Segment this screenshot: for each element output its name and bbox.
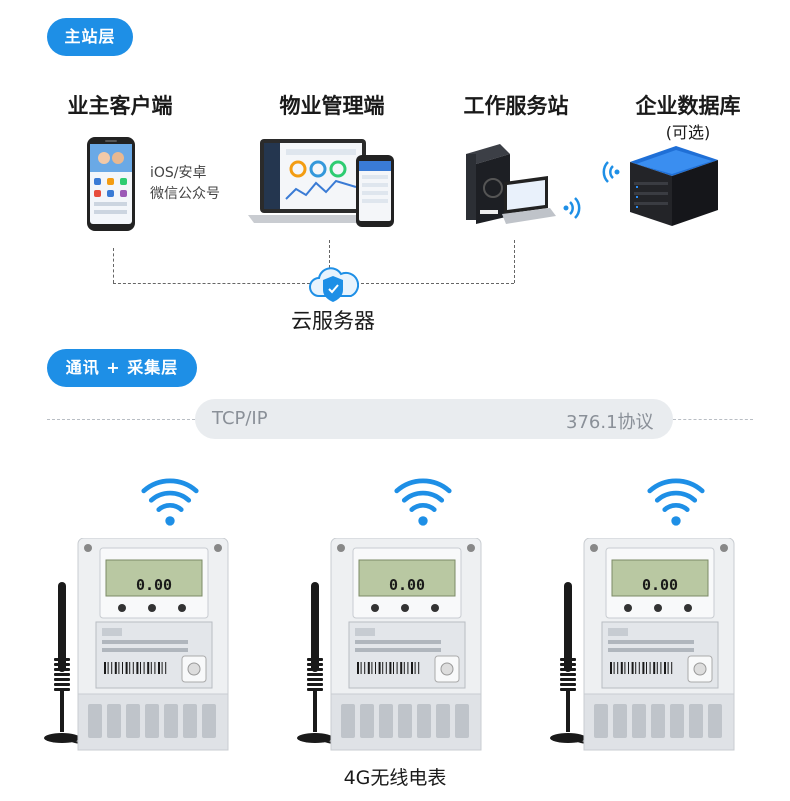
connector-line [113, 283, 310, 284]
enterprise-db-label: 企业数据库 [635, 94, 741, 118]
wifi-signal-icon [140, 476, 200, 536]
owner-client-label: 业主客户端 [67, 94, 173, 118]
cloud-server-label: 云服务器 [291, 309, 375, 333]
owner-client-platform-ios: iOS/安卓 [150, 165, 207, 181]
database-server-icon [630, 146, 718, 226]
wireless-meter: 0.00 [546, 537, 746, 756]
connector-line [329, 240, 330, 283]
workstation-server-icon [466, 144, 556, 224]
laptop-icon [248, 139, 394, 227]
wireless-meter: 0.00 [40, 537, 240, 756]
svg-text:0.00: 0.00 [389, 576, 425, 594]
divider [47, 419, 195, 420]
wifi-signal-icon [563, 197, 581, 219]
cloud-shield-icon [309, 267, 359, 302]
owner-client-platform-wechat: 微信公众号 [150, 186, 220, 202]
wireless-meter: 0.00 [293, 537, 493, 756]
workstation-label: 工作服务站 [463, 94, 569, 118]
protocol-bar [195, 399, 673, 439]
wifi-signal-icon [646, 476, 706, 536]
wifi-signal-icon [602, 161, 620, 183]
svg-text:0.00: 0.00 [136, 576, 172, 594]
connector-line [356, 283, 514, 284]
svg-text:0.00: 0.00 [642, 576, 678, 594]
property-mgmt-label: 物业管理端 [279, 94, 385, 118]
connector-line [113, 248, 114, 283]
middle-layer-badge: 通讯 + 采集层 [47, 349, 197, 387]
divider [673, 419, 753, 420]
enterprise-db-note: (可选) [665, 123, 711, 142]
top-layer-badge: 主站层 [47, 18, 133, 56]
protocol-3761: 376.1协议 [566, 412, 654, 433]
connector-line [514, 240, 515, 283]
smartphone-icon [87, 137, 135, 231]
meters-caption: 4G无线电表 [343, 767, 447, 789]
protocol-tcpip: TCP/IP [212, 408, 268, 429]
wifi-signal-icon [393, 476, 453, 536]
